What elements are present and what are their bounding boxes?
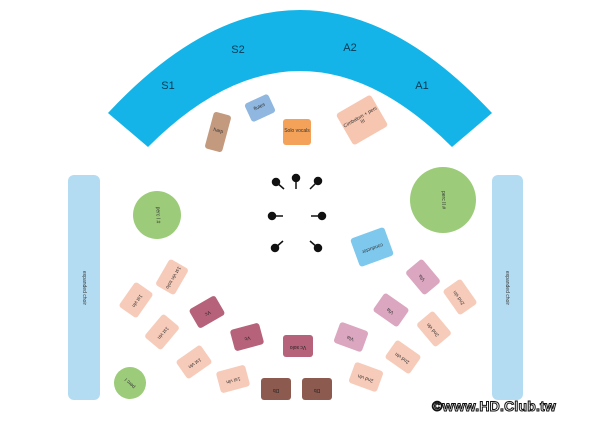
label: perc I <box>123 376 137 390</box>
label: 2nd vln <box>452 289 467 306</box>
seat-vc-solo: Vc solo <box>283 335 313 357</box>
label: Cimbalom + perc III <box>342 104 379 130</box>
label: 1st vln <box>155 325 170 340</box>
seat-db: Db <box>261 378 291 400</box>
label: Db <box>313 386 321 393</box>
microphone-stands <box>267 173 327 253</box>
label: conductor <box>360 241 384 255</box>
choir-section-a2: A2 <box>343 42 357 54</box>
seat-db: Db <box>302 378 332 400</box>
watermark: ©www.HD.Club.tw <box>431 398 557 415</box>
label: Vc <box>203 308 212 317</box>
label: 2nd vln <box>425 321 441 338</box>
expanded-choir-left: expanded choir <box>68 175 100 400</box>
label: 1st vln <box>186 356 203 370</box>
label: Solo vocals <box>284 128 310 135</box>
label: Db <box>272 386 280 393</box>
expanded-choir-right: expanded choir <box>492 175 523 400</box>
label: harp <box>212 127 224 136</box>
label: expanded choir <box>81 270 88 305</box>
label: Vc <box>243 334 251 342</box>
perc-2: perc II # <box>410 167 476 233</box>
label: expanded choir <box>504 270 511 305</box>
label: Vla <box>417 272 428 283</box>
choir-section-a1: A1 <box>415 80 429 92</box>
label: Vla <box>346 333 356 342</box>
label: 2nd vln <box>394 350 411 365</box>
choir-section-s1: S1 <box>161 80 175 92</box>
label: perc I # <box>154 206 160 224</box>
perc-1: perc I # <box>133 191 181 239</box>
solo-vocals: Solo vocals <box>283 119 311 145</box>
label: 1st vln <box>225 374 241 385</box>
label: flutes <box>252 102 267 113</box>
choir-section-s2: S2 <box>231 44 245 56</box>
label: 2nd vln <box>357 372 375 384</box>
label: perc II # <box>439 190 446 210</box>
perc-1-small: perc I <box>114 367 146 399</box>
label: Vc solo <box>289 343 307 350</box>
label: 1st vln <box>130 292 144 309</box>
label: 1st vln solo <box>163 265 182 290</box>
label: Vla <box>385 306 396 316</box>
